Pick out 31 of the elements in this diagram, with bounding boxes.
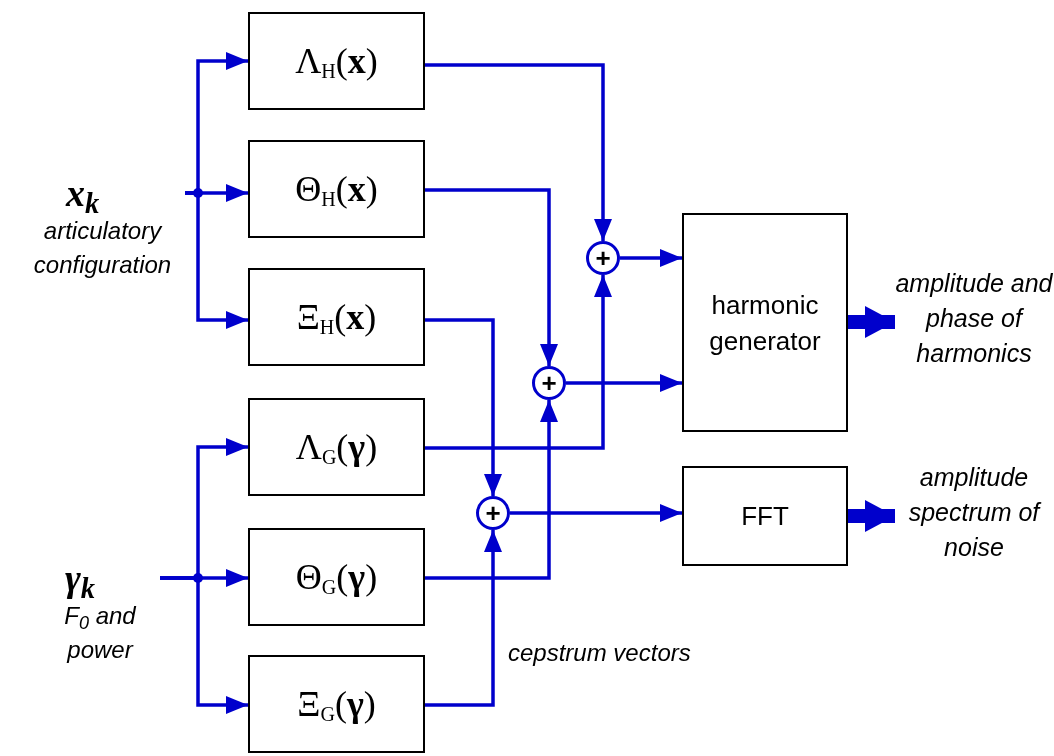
arrow (425, 188, 558, 366)
output-description: amplitude and phase of harmonics (895, 267, 1053, 369)
arrow (425, 400, 558, 580)
function-block: Ξ$_{H}$(x) (248, 268, 425, 366)
arrow (848, 306, 895, 338)
arrow (425, 530, 502, 707)
summing-junction: + (532, 366, 566, 400)
output-description: amplitude spectrum of noise (907, 462, 1043, 563)
arrow (848, 500, 895, 532)
function-block: Λ$_{G}$(γ) (248, 398, 425, 496)
input-description: articulatory configuration (32, 216, 173, 280)
arrow (510, 504, 682, 522)
process-block: FFT (682, 466, 848, 566)
arrow (160, 576, 248, 714)
input-description: F$_{0}$ and power (63, 601, 137, 665)
function-block: Θ$_{G}$(γ) (248, 528, 425, 626)
function-block: Θ$_{H}$(x) (248, 140, 425, 238)
arrow (425, 318, 502, 496)
annotation-label: cepstrum vectors (508, 638, 691, 668)
arrow (425, 275, 612, 450)
process-block: harmonic generator (682, 213, 848, 432)
function-block: Λ$_{H}$(x) (248, 12, 425, 110)
summing-junction: + (476, 496, 510, 530)
summing-junction: + (586, 241, 620, 275)
arrow (185, 191, 248, 329)
arrow (425, 63, 612, 241)
function-block: Ξ$_{G}$(γ) (248, 655, 425, 753)
arrow (620, 249, 682, 267)
input-symbol: γ$_{k}$ (64, 557, 96, 599)
arrow (566, 374, 682, 392)
input-symbol: x$_{k}$ (65, 172, 101, 214)
